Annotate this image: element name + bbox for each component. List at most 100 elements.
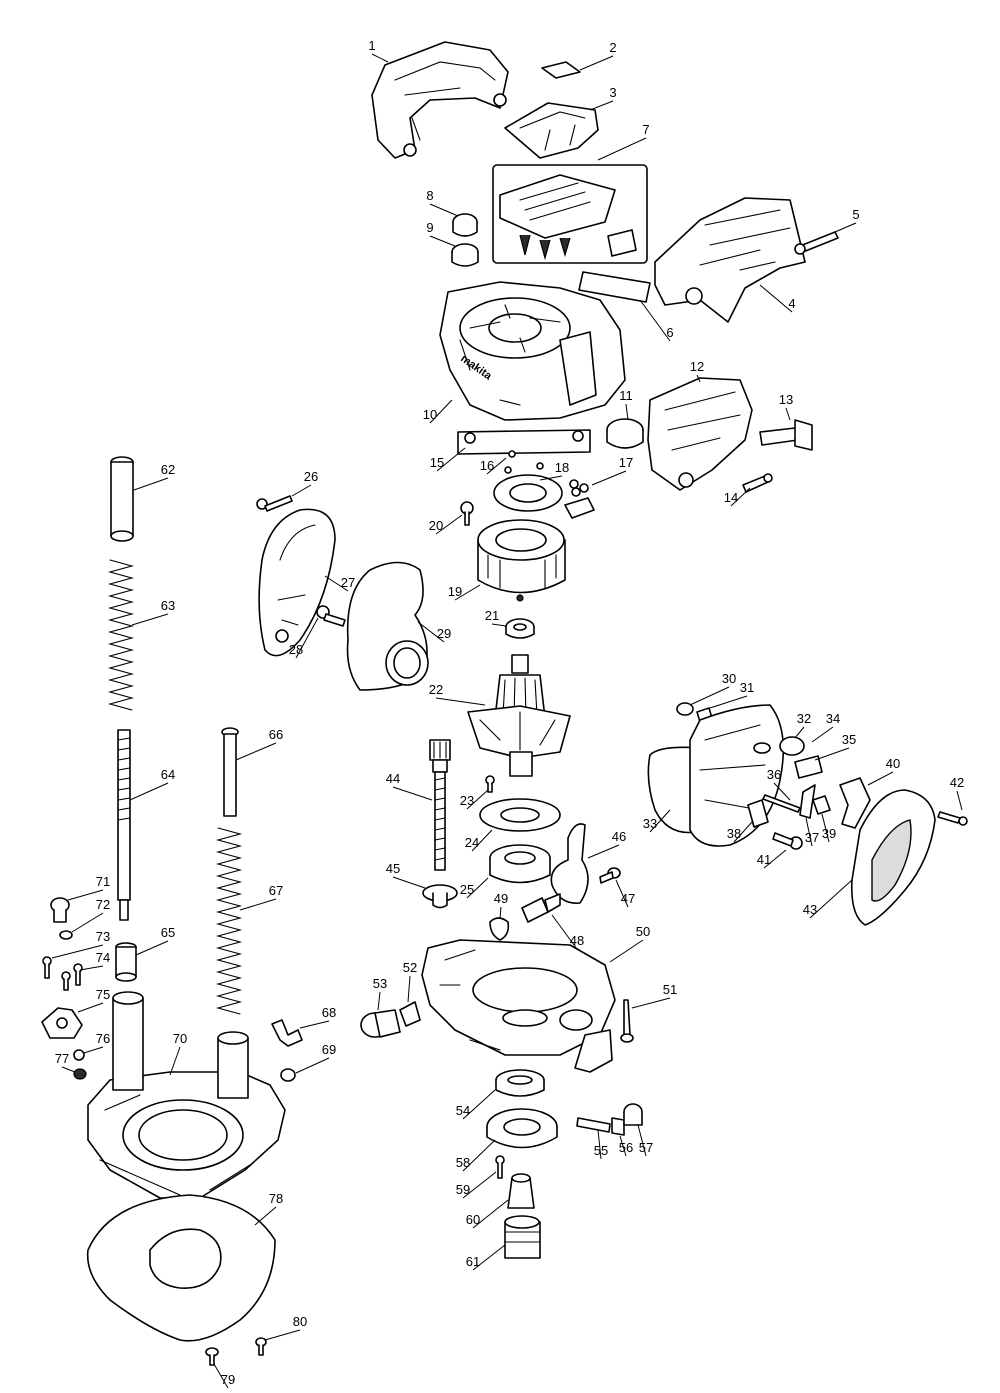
- callout-65: 65: [161, 925, 175, 940]
- leader-line-35: [814, 747, 850, 761]
- part-12-cover: [647, 377, 753, 491]
- leader-line-51: [631, 997, 671, 1009]
- leader-line-8: [429, 203, 459, 217]
- callout-26: 26: [304, 469, 318, 484]
- part-10-motor-housing: makita: [439, 281, 626, 421]
- leader-line-33: [649, 809, 671, 833]
- callout-24: 24: [465, 835, 479, 850]
- leader-line-30: [689, 686, 730, 706]
- leader-line-32: [794, 726, 805, 739]
- part-25-bearing: [489, 844, 551, 884]
- callout-36: 36: [767, 767, 781, 782]
- leader-line-16: [486, 457, 507, 475]
- callout-2: 2: [609, 40, 616, 55]
- part-48-pin: [521, 893, 561, 923]
- callout-37: 37: [805, 830, 819, 845]
- callout-59: 59: [456, 1182, 470, 1197]
- part-19-stator: [477, 519, 566, 602]
- callout-4: 4: [788, 296, 795, 311]
- part-56-spring: [611, 1117, 625, 1136]
- part-33-handle-housing: [647, 704, 785, 847]
- leader-line-55: [597, 1129, 602, 1160]
- callout-25: 25: [460, 882, 474, 897]
- callout-74: 74: [96, 950, 110, 965]
- leader-line-36: [773, 782, 791, 801]
- leader-line-6: [639, 299, 671, 342]
- part-40-trigger: [839, 777, 871, 829]
- callout-10: 10: [423, 407, 437, 422]
- part-72-washer: [59, 930, 73, 940]
- part-36-pin: [762, 794, 801, 813]
- part-46-lever: [550, 823, 589, 904]
- callout-55: 55: [594, 1143, 608, 1158]
- callout-66: 66: [269, 727, 283, 742]
- part-5-screw: [794, 231, 839, 255]
- callout-29: 29: [437, 626, 451, 641]
- part-4-side-cover: [654, 197, 806, 323]
- callout-16: 16: [480, 458, 494, 473]
- leader-line-67: [239, 898, 277, 911]
- callout-14: 14: [724, 490, 738, 505]
- leader-line-19: [454, 584, 481, 601]
- leader-line-18: [539, 475, 563, 481]
- callout-56: 56: [619, 1140, 633, 1155]
- leader-line-17: [591, 470, 627, 486]
- part-28-screw: [316, 605, 346, 627]
- callout-17: 17: [619, 455, 633, 470]
- part-39-spring: [812, 795, 831, 815]
- callout-33: 33: [643, 816, 657, 831]
- callout-77: 77: [55, 1051, 69, 1066]
- part-32-cap: [779, 736, 805, 756]
- callout-34: 34: [826, 711, 840, 726]
- part-1-top-cover: [371, 41, 509, 159]
- part-7-controller-box: [492, 164, 648, 264]
- callout-12: 12: [690, 359, 704, 374]
- callout-68: 68: [322, 1005, 336, 1020]
- leader-line-54: [462, 1089, 496, 1120]
- callout-40: 40: [886, 756, 900, 771]
- callout-70: 70: [173, 1031, 187, 1046]
- callout-30: 30: [722, 671, 736, 686]
- part-79-screw: [205, 1347, 219, 1366]
- part-42-screw: [937, 811, 968, 826]
- callout-69: 69: [322, 1042, 336, 1057]
- part-58-base-ring: [486, 1108, 558, 1149]
- callout-47: 47: [621, 891, 635, 906]
- callout-58: 58: [456, 1155, 470, 1170]
- leader-line-56: [619, 1135, 627, 1157]
- leader-line-37: [805, 817, 813, 847]
- part-70-plunge-base: [87, 991, 286, 1199]
- part-62-tube: [110, 456, 134, 542]
- part-53-knob: [360, 1009, 401, 1038]
- callout-78: 78: [269, 1191, 283, 1206]
- callout-79: 79: [221, 1372, 235, 1387]
- part-67-spring: [215, 827, 243, 1015]
- part-37-lever: [799, 784, 816, 819]
- leader-line-59: [462, 1171, 497, 1199]
- callout-62: 62: [161, 462, 175, 477]
- callout-41: 41: [757, 852, 771, 867]
- part-14-screw: [742, 473, 773, 493]
- callout-8: 8: [426, 188, 433, 203]
- callout-44: 44: [386, 771, 400, 786]
- part-45-washer: [422, 884, 458, 909]
- leader-line-42: [956, 790, 963, 811]
- part-71-screw: [50, 897, 70, 923]
- callout-45: 45: [386, 861, 400, 876]
- part-17-clips: [564, 479, 595, 519]
- part-54-ring: [495, 1069, 545, 1097]
- callout-71: 71: [96, 874, 110, 889]
- leader-line-4: [759, 284, 793, 313]
- part-55-pin: [576, 1117, 611, 1133]
- callout-6: 6: [666, 325, 673, 340]
- part-50-base-housing: [421, 939, 616, 1073]
- leader-line-68: [299, 1020, 330, 1029]
- callout-27: 27: [341, 575, 355, 590]
- part-61-collet-nut: [504, 1215, 541, 1259]
- leader-line-1: [371, 53, 389, 63]
- callout-11: 11: [619, 388, 633, 403]
- part-38-switch-block: [747, 799, 769, 828]
- part-29-handle: [346, 561, 429, 691]
- callout-67: 67: [269, 883, 283, 898]
